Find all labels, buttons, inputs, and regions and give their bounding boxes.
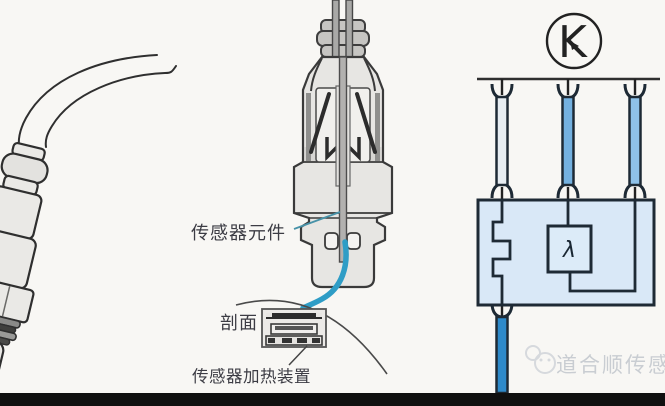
label-section-view: 剖面: [220, 313, 258, 334]
wire-bar-left: [495, 95, 509, 187]
zoom-swoosh: [300, 239, 349, 311]
wire-bar-middle: [561, 95, 575, 187]
bottom-black-bar: [0, 393, 665, 406]
lead-wire: [345, 0, 354, 58]
watermark-logo-icon: [525, 345, 556, 374]
lambda-cell-box: [546, 224, 593, 274]
heater-resistor-symbol: [491, 200, 512, 305]
heater-strip: [265, 335, 323, 346]
circuit-diagram: K: [476, 12, 660, 395]
cable-line-outer: [17, 54, 158, 148]
element-leader-line: [293, 211, 341, 230]
watermark-text: 道合顺传感: [556, 353, 665, 377]
label-sensor-element: 传感器元件: [191, 223, 286, 244]
label-sensor-heater: 传感器加热装置: [192, 367, 311, 386]
wire-bar-right: [628, 95, 642, 187]
sensor-element-rod: [338, 56, 348, 263]
relay-arrowhead-icon: [570, 41, 579, 50]
relay-circle: [545, 12, 603, 70]
cable-line-inner: [44, 65, 177, 148]
sensor-cross-section-drawing: [292, 0, 394, 289]
sensor-block: [476, 198, 656, 307]
heater-inset-drawing: [261, 308, 327, 366]
sensor-body: [0, 141, 49, 380]
lead-wire: [331, 0, 340, 58]
lambda-symbol: λ: [562, 238, 576, 263]
wire-bar-bottom: [495, 315, 509, 395]
heater-leader-line: [288, 345, 308, 366]
sensor-exterior-drawing: [0, 54, 177, 380]
vent-slot: [346, 232, 361, 250]
hex-nut: [0, 272, 35, 324]
relay-k-symbol: K: [558, 17, 588, 68]
vent-slot: [324, 232, 339, 250]
